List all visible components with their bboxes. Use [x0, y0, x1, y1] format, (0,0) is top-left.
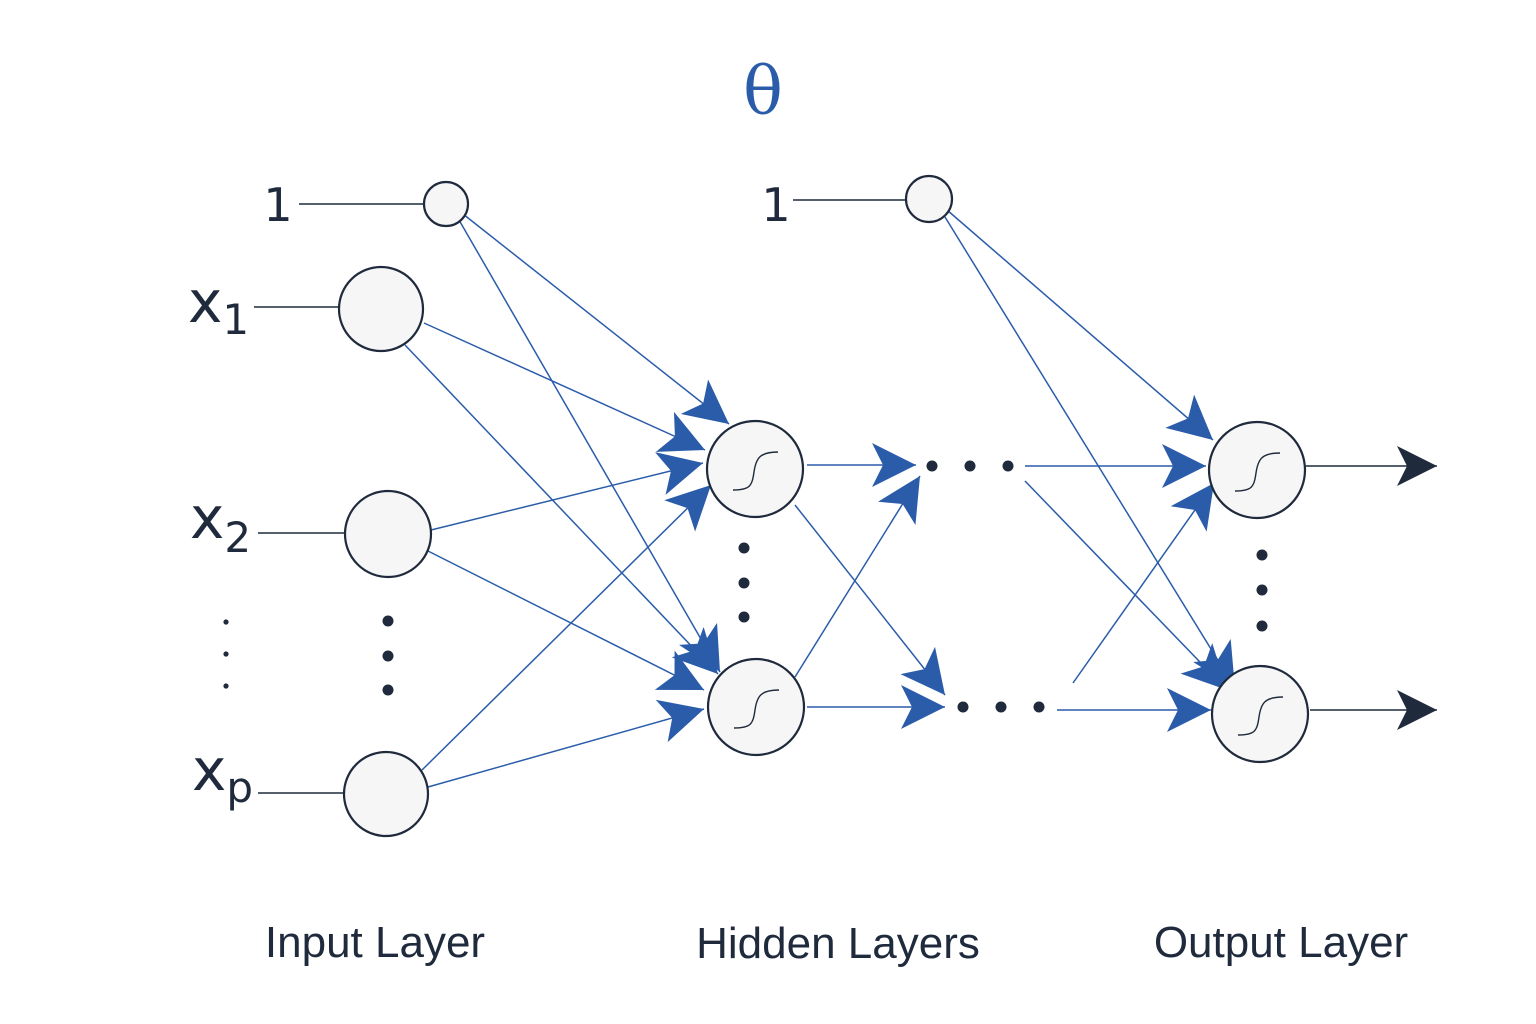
hidden-layer-ellipsis-top: [926, 460, 1014, 472]
hidden-bias-node: [904, 174, 954, 224]
input-bias-label: 1: [263, 178, 292, 232]
edge-bias1-h2: [458, 219, 721, 673]
output-node-2: [1210, 664, 1310, 764]
sigmoid-icon: [732, 451, 779, 491]
hidden-node-1: [705, 419, 805, 519]
output-layer-caption: Output Layer: [1154, 918, 1408, 967]
edge-x1-h1: [423, 322, 706, 452]
hidden-node-ellipsis: [738, 542, 750, 623]
hidden-layers-caption: Hidden Layers: [696, 919, 980, 968]
input-node-xp: [342, 750, 430, 838]
input-label-xp: xp: [192, 736, 253, 812]
edge-bias1-h1: [462, 213, 730, 425]
input-label-ellipsis: [223, 619, 229, 689]
hidden-node-2: [706, 657, 806, 757]
edge-prev2-o1: [1072, 482, 1215, 684]
input-label-x1: x1: [188, 268, 249, 344]
sigmoid-icon: [1237, 696, 1284, 736]
input-node-x2: [343, 489, 433, 579]
input-wires: [254, 199, 906, 794]
input-layer-caption: Input Layer: [265, 918, 485, 967]
edge-xp-h2: [427, 699, 705, 788]
input-node-ellipsis: [382, 615, 394, 696]
sigmoid-icon: [733, 689, 780, 729]
hidden-layer-ellipsis-bottom: [957, 701, 1045, 713]
sigmoid-icon: [1234, 452, 1281, 492]
edge-xp-h1: [421, 484, 712, 771]
edge-x1-h2: [404, 344, 719, 675]
edge-bias2-o2: [944, 216, 1236, 689]
edge-h2-next1: [794, 475, 921, 678]
edge-h1-next2: [794, 504, 946, 696]
output-node-1: [1207, 420, 1307, 520]
edge-prev1-o2: [1024, 480, 1228, 691]
edge-x2-h2: [427, 550, 705, 691]
edge-x2-h1: [430, 452, 704, 531]
input-bias-node: [422, 180, 470, 228]
input-node-x1: [337, 265, 425, 353]
output-node-ellipsis: [1256, 549, 1268, 632]
edge-bias2-o1: [946, 209, 1214, 441]
theta-symbol: θ: [743, 53, 783, 130]
hidden-bias-label: 1: [761, 178, 790, 232]
edges: [404, 209, 1437, 788]
input-label-x2: x2: [190, 484, 251, 562]
